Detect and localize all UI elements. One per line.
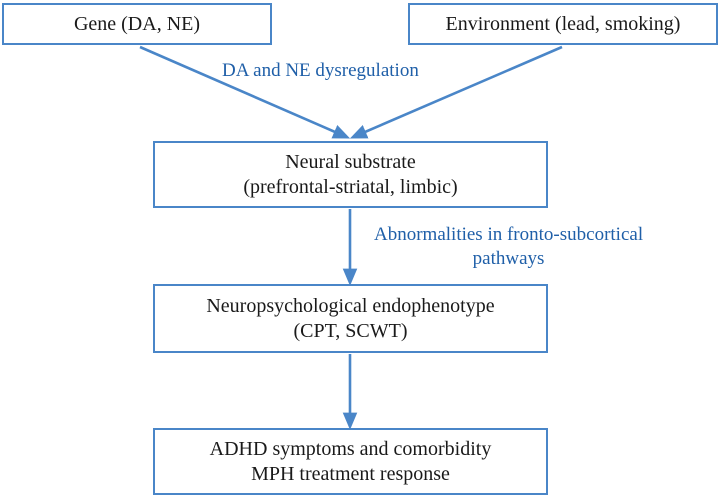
neuropsychological-endophenotype-box[interactable]: Neuropsychological endophenotype (CPT, S… xyxy=(153,284,548,353)
environment-box-line-1: Environment (lead, smoking) xyxy=(445,12,681,35)
neuropsychological-endophenotype-box-line-2: (CPT, SCWT) xyxy=(293,319,408,342)
adhd-outcome-box-line-2: MPH treatment response xyxy=(251,462,450,485)
gene-box-line-1: Gene (DA, NE) xyxy=(73,12,201,35)
edge-label-fronto-subcortical-line-1: Abnormalities in fronto-subcortical xyxy=(374,224,644,245)
adhd-outcome-box-line-1: ADHD symptoms and comorbidity xyxy=(209,438,492,461)
gene-box[interactable]: Gene (DA, NE) xyxy=(2,3,272,45)
environment-box[interactable]: Environment (lead, smoking) xyxy=(408,3,718,45)
neuropsychological-endophenotype-box-line-1: Neuropsychological endophenotype xyxy=(206,295,495,318)
edge-label-fronto-subcortical: Abnormalities in fronto-subcortical path… xyxy=(374,223,643,272)
edge-label-da-ne-dysregulation: DA and NE dysregulation xyxy=(222,59,419,83)
edge-label-da-ne-dysregulation-line-1: DA and NE dysregulation xyxy=(222,60,419,81)
neural-substrate-box[interactable]: Neural substrate (prefrontal-striatal, l… xyxy=(153,141,548,208)
neural-substrate-box-line-2: (prefrontal-striatal, limbic) xyxy=(243,175,458,198)
neural-substrate-box-line-1: Neural substrate xyxy=(285,151,416,174)
edge-label-fronto-subcortical-line-2: pathways xyxy=(472,248,545,270)
adhd-outcome-box[interactable]: ADHD symptoms and comorbidity MPH treatm… xyxy=(153,428,548,495)
